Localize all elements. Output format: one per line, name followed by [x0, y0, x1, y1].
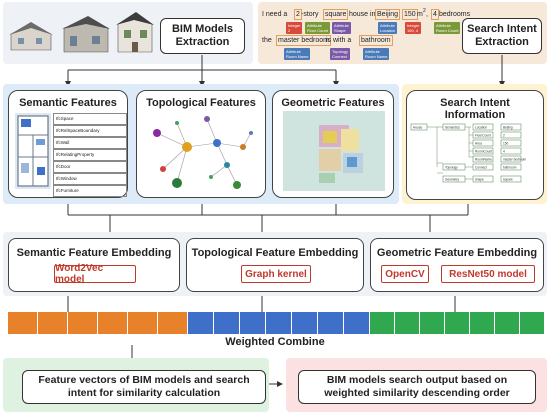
tree-root: House: [413, 125, 422, 129]
query-word: master bedroom: [276, 35, 331, 46]
query-word: bathroom: [359, 35, 393, 46]
query-word: m: [417, 11, 423, 18]
building-3-icon: [116, 12, 154, 53]
search-output-box: BIM models search output based on weight…: [298, 370, 536, 404]
tree-leaf: 150: [503, 141, 509, 145]
tree-leaf: 4: [503, 149, 505, 153]
search-extraction-line1: Search Intent: [467, 23, 537, 35]
search-output-line2: weighted similarity descending order: [324, 387, 510, 399]
topological-embedding-box: Topological Feature Embedding Graph kern…: [186, 238, 364, 292]
query-word: 150: [402, 9, 418, 20]
tree-branch: Semantics: [445, 125, 460, 129]
tree-branch: Topology: [445, 165, 458, 169]
geometric-features-panel: Geometric Features: [272, 90, 394, 198]
geometric-embedding-title: Geometric Feature Embedding: [376, 247, 538, 259]
query-word: square: [323, 9, 349, 20]
topological-embedding-title: Topological Feature Embedding: [191, 247, 359, 259]
ifc-label: IfcDoor: [53, 161, 127, 173]
combined-feature-vector: [8, 312, 544, 334]
query-word: is with a: [326, 37, 352, 44]
ifc-label: IfcSpace: [53, 113, 127, 125]
feature-vectors-line1: Feature vectors of BIM models and search: [38, 374, 250, 386]
query-word: 2: [294, 9, 302, 20]
tree-leaf: bathroom: [503, 165, 517, 169]
topological-features-title: Topological Features: [146, 97, 256, 109]
semantic-embedding-title: Semantic Feature Embedding: [16, 247, 172, 259]
query-word: house in: [349, 11, 376, 18]
search-output-line1: BIM models search output based on: [326, 374, 508, 386]
weighted-combine-label: Weighted Combine: [225, 336, 325, 348]
geometric-embedding-box: Geometric Feature Embedding OpenCV ResNe…: [370, 238, 544, 292]
search-intent-info-panel: Search Intent Information: [406, 90, 544, 200]
word2vec-model-label: Word2Vec model: [54, 263, 136, 285]
tree-leaf: FloorCount: [475, 133, 491, 137]
topology-graph-icon: [153, 116, 253, 189]
search-query-sentence: I need a 2 -story square house in Beijin…: [262, 6, 470, 62]
query-word: I need a: [262, 11, 288, 18]
tree-branch: Geometry: [445, 177, 459, 181]
bim-extraction-line2: Extraction: [175, 36, 230, 48]
tree-leaf: Location: [475, 125, 487, 129]
geometric-features-title: Geometric Features: [281, 97, 385, 109]
tree-leaf: square: [503, 177, 513, 181]
building-thumbnails: [9, 12, 154, 53]
tree-leaf: RoomCount: [475, 149, 492, 153]
search-intent-tree: House Semantics Topology Geometry Locati…: [410, 123, 527, 183]
opencv-label: OpenCV: [381, 265, 429, 283]
query-word: the: [262, 37, 272, 44]
feature-vectors-line2: intent for similarity calculation: [67, 387, 221, 399]
semantic-embedding-box: Semantic Feature Embedding Word2Vec mode…: [8, 238, 180, 292]
tree-leaf: shape: [475, 177, 484, 181]
resnet50-label: ResNet50 model: [441, 265, 535, 283]
ifc-label: IfcRelatingProperty: [53, 149, 127, 161]
query-word: 2: [423, 8, 426, 14]
tree-leaf: 2: [503, 133, 505, 137]
query-word: Beijing: [375, 9, 401, 20]
building-2-icon: [62, 16, 110, 53]
ifc-label: IfcFurniture: [53, 185, 127, 197]
semantic-features-panel: Semantic Features IfcSpace IfcRelSpaceBo…: [8, 90, 128, 198]
tree-leaf: Area: [475, 141, 482, 145]
query-word: bedrooms: [439, 11, 471, 18]
query-word: -story: [301, 11, 319, 18]
bim-models-extraction-box: BIM Models Extraction: [160, 18, 245, 54]
ifc-label: IfcRelSpaceBoundary: [53, 125, 127, 137]
tree-leaf: master bedroom: [503, 157, 527, 161]
query-word: 4: [431, 9, 439, 20]
ifc-label: IfcWall: [53, 137, 127, 149]
feature-vectors-box: Feature vectors of BIM models and search…: [22, 370, 266, 404]
semantic-floorplan-icon: [15, 113, 51, 189]
building-1-icon: [9, 22, 53, 51]
search-info-line1: Search Intent: [440, 97, 510, 109]
semantic-features-title: Semantic Features: [19, 97, 117, 109]
query-word: ,: [426, 11, 428, 18]
search-extraction-line2: Extraction: [475, 36, 529, 48]
tree-leaf: Beijing: [503, 125, 513, 129]
bim-extraction-line1: BIM Models: [171, 23, 234, 35]
graph-kernel-label: Graph kernel: [241, 265, 311, 283]
ifc-label-list: IfcSpace IfcRelSpaceBoundary IfcWall Ifc…: [53, 113, 127, 197]
search-intent-info-title: Search Intent Information: [407, 97, 543, 121]
tree-leaf: Connect: [475, 165, 487, 169]
search-intent-extraction-box: Search Intent Extraction: [462, 18, 542, 54]
topological-features-panel: Topological Features: [136, 90, 266, 198]
geometric-floorplan-icon: [283, 111, 385, 191]
ifc-label: IfcWindow: [53, 173, 127, 185]
search-info-line2: Information: [444, 109, 506, 121]
tree-leaf: RoomName: [475, 157, 492, 161]
